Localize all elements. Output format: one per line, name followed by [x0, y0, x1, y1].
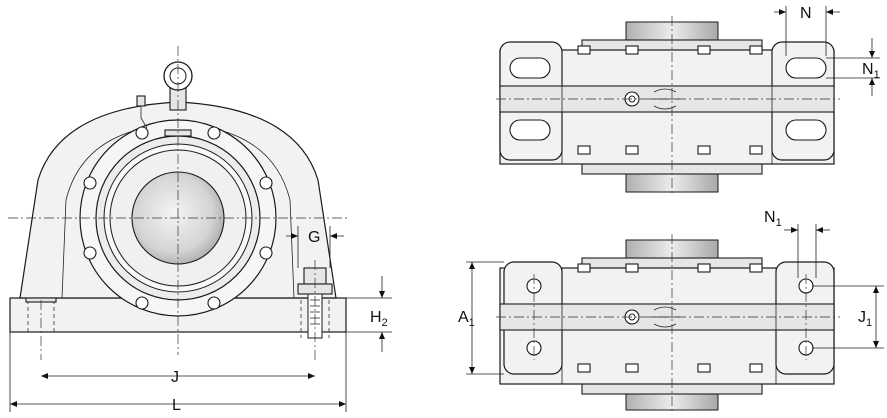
top-view-upper: N N1 [496, 5, 880, 196]
label-A1: A1 [458, 309, 475, 329]
dim-G: G [286, 226, 344, 268]
dim-N: N [774, 5, 840, 56]
label-N1-lower: N1 [764, 209, 782, 229]
label-J1: J1 [858, 309, 872, 329]
grease-fitting [136, 95, 148, 129]
dim-J1: J1 [812, 285, 884, 349]
front-view: G H2 J L [8, 46, 392, 414]
dim-L: L [9, 332, 347, 414]
label-J: J [171, 369, 179, 386]
label-G: G [308, 229, 320, 246]
dim-A1: A1 [458, 261, 504, 375]
eyebolt [163, 61, 193, 137]
cap-bolts-upper [577, 45, 763, 155]
dim-N1-lower: N1 [764, 209, 830, 278]
top-view-lower: N1 A1 J1 [458, 209, 884, 414]
label-H2: H2 [370, 309, 388, 329]
dim-N1-upper: N1 [826, 38, 880, 96]
label-N1-upper: N1 [862, 61, 880, 81]
label-N: N [800, 5, 812, 22]
dim-H2: H2 [346, 276, 392, 352]
label-L: L [172, 397, 181, 414]
cap-bolts-lower [577, 263, 763, 373]
flange-bolts [83, 126, 273, 310]
dim-J: J [41, 369, 315, 386]
